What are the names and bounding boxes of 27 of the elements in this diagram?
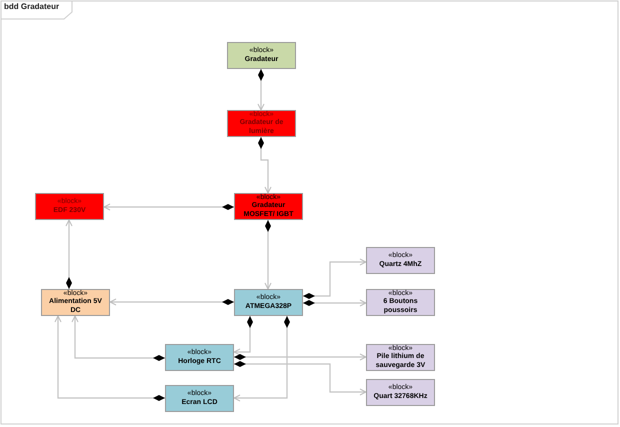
block-box <box>234 289 303 316</box>
block-box <box>234 193 303 220</box>
block-box <box>366 289 435 316</box>
block-box <box>41 289 110 316</box>
composition-connector <box>54 316 165 401</box>
block-box <box>227 42 296 69</box>
block-box <box>227 110 296 137</box>
block-box <box>366 344 435 371</box>
composition-connector <box>234 316 253 356</box>
composition-connector <box>234 354 366 360</box>
diagram-title: bdd Gradateur <box>4 2 60 11</box>
composition-connector <box>72 316 165 361</box>
block-box <box>366 247 435 274</box>
composition-connector <box>104 204 234 210</box>
composition-connector <box>110 298 234 306</box>
block-box <box>165 344 234 371</box>
composition-connector <box>234 361 366 396</box>
block-box <box>366 379 435 406</box>
block-box <box>35 193 104 220</box>
composition-connector <box>66 220 72 289</box>
composition-connector <box>234 316 290 402</box>
composition-connector <box>264 220 272 290</box>
composition-connector <box>258 69 264 110</box>
block-box <box>165 385 234 412</box>
composition-connector <box>303 258 366 299</box>
composition-connector <box>303 300 366 306</box>
composition-connector <box>258 137 272 194</box>
